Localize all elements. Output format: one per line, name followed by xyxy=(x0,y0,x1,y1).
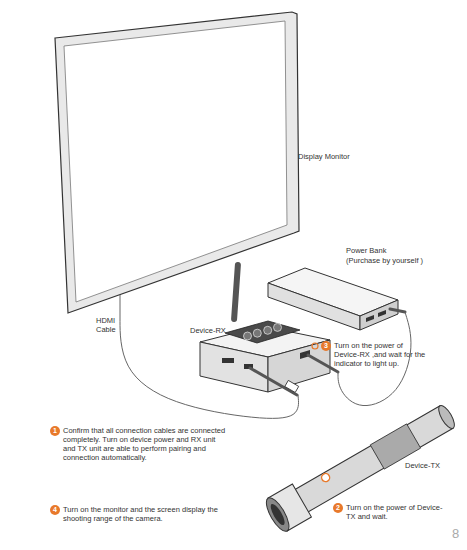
tx-lens-housing xyxy=(268,484,311,531)
tx-lens xyxy=(262,495,293,535)
rx-knob xyxy=(264,326,272,334)
power-bank-illustration xyxy=(268,268,405,330)
device-tx-illustration xyxy=(262,398,460,534)
callout-number: 2 xyxy=(333,503,343,513)
step-callout: 3Turn on the power of Device-RX ,and wai… xyxy=(321,341,429,368)
tx-lens-glass xyxy=(268,502,287,527)
cable-label: HDMI Cable xyxy=(96,316,120,334)
power-plug xyxy=(390,309,405,312)
hdmi-plug-body xyxy=(285,380,299,392)
step-instruction: Confirm that all connection cables are c… xyxy=(63,426,228,462)
rx-knob xyxy=(253,329,261,337)
step-instruction: Turn on the power of Device-TX and wait. xyxy=(346,503,451,521)
power-switch-highlight xyxy=(312,343,318,349)
cable xyxy=(120,312,299,418)
antenna xyxy=(231,262,241,322)
step-callout: 1Confirm that all connection cables are … xyxy=(50,426,228,462)
rx-knob xyxy=(244,332,252,340)
device-label: Device-RX xyxy=(190,326,226,335)
rx-front xyxy=(200,342,268,392)
step-callout: 4Turn on the monitor and the screen disp… xyxy=(50,505,228,523)
usb-port xyxy=(378,310,386,317)
power-bank-front xyxy=(268,283,360,330)
rx-port xyxy=(222,358,234,363)
page-number: 8 xyxy=(452,526,459,541)
device-node: Device-RX xyxy=(188,255,338,395)
device-node: Power Bank(Purchase by yourself ) xyxy=(265,245,405,335)
rx-knob xyxy=(274,323,282,331)
tx-body xyxy=(293,406,453,514)
power-plug xyxy=(308,355,338,372)
display-monitor-illustration xyxy=(55,12,299,313)
tx-rear xyxy=(436,403,458,431)
device-label: Device-TX xyxy=(405,461,440,470)
callout-number: 1 xyxy=(50,426,60,436)
device-label: Power Bank xyxy=(346,246,386,255)
callout-number: 4 xyxy=(50,505,60,515)
step-instruction: Turn on the monitor and the screen displ… xyxy=(63,505,228,523)
power-switch-highlight xyxy=(320,472,331,483)
device-label: Display Monitor xyxy=(298,152,350,161)
step-instruction: Turn on the power of Device-RX ,and wait… xyxy=(334,341,429,368)
hdmi-cable-stub xyxy=(120,295,121,312)
power-bank-side xyxy=(360,300,398,330)
device-label: (Purchase by yourself ) xyxy=(346,256,423,265)
monitor-frame xyxy=(55,12,299,313)
device-node: Display Monitor xyxy=(55,10,360,312)
monitor-screen xyxy=(64,21,287,302)
callout-number: 3 xyxy=(321,341,331,351)
rx-panel xyxy=(225,321,300,343)
usb-port xyxy=(366,315,374,322)
step-callout: 2Turn on the power of Device-TX and wait… xyxy=(333,503,451,521)
